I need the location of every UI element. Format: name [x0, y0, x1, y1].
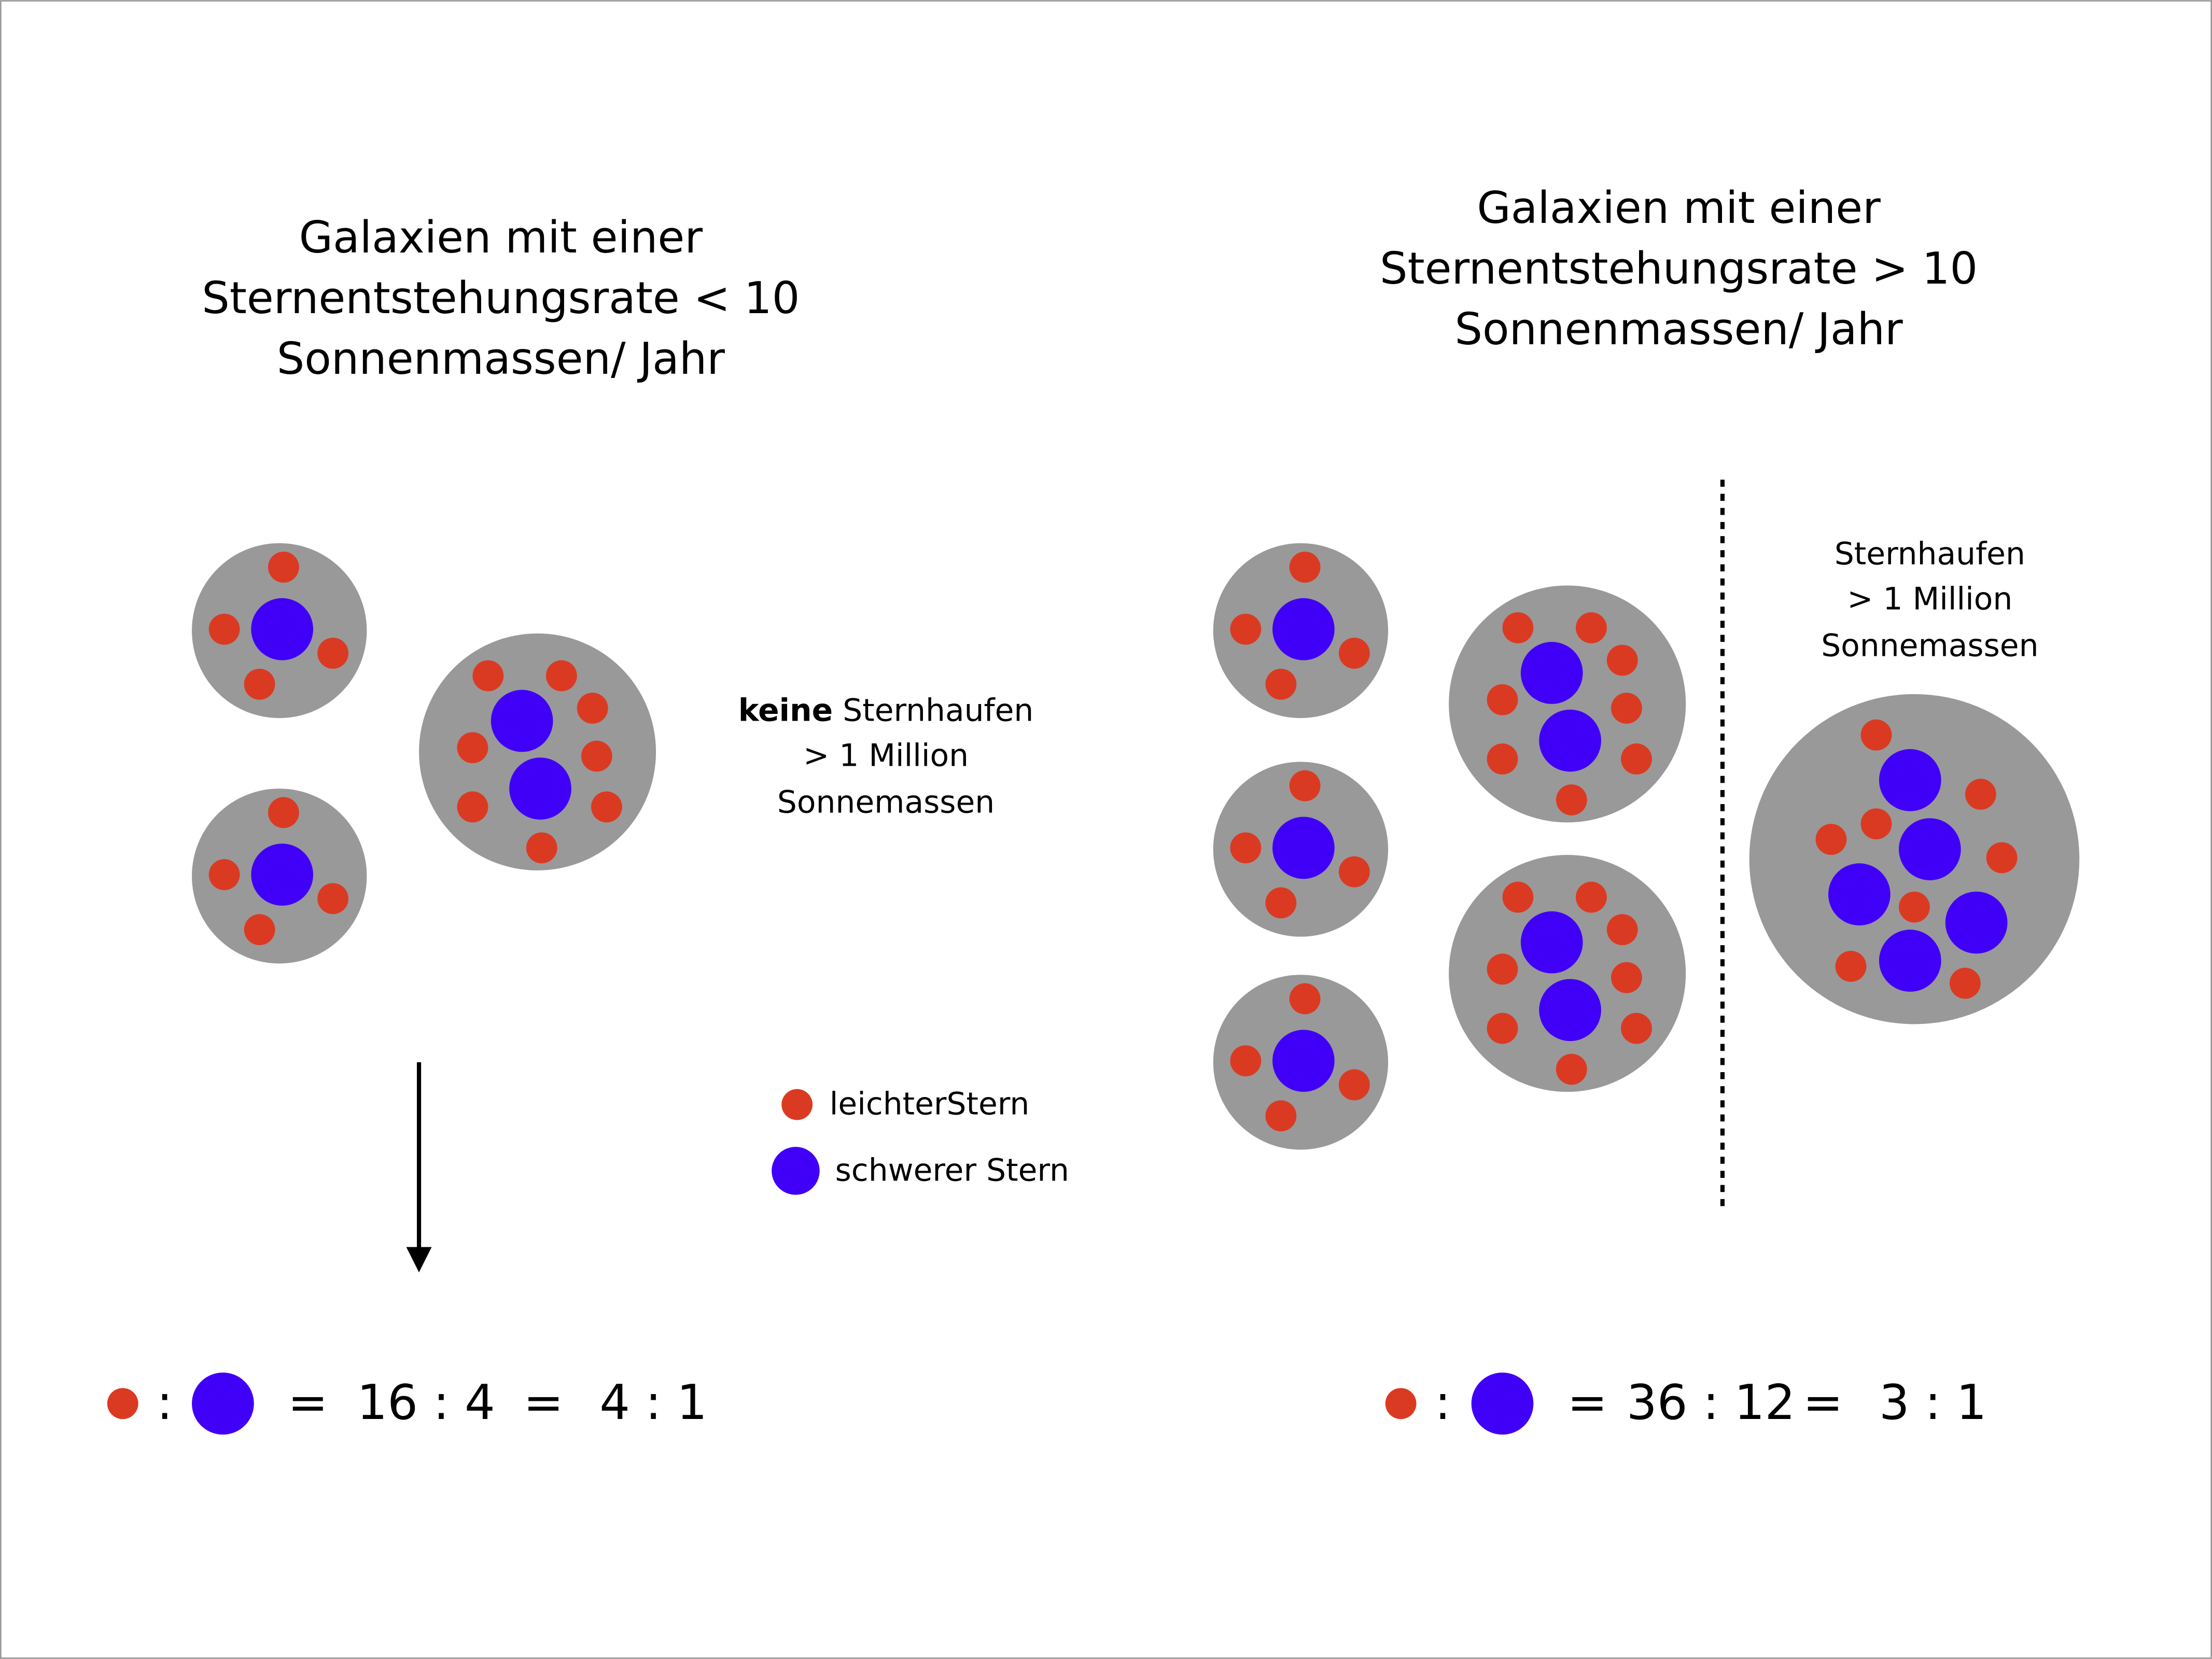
ratio-equals: =: [288, 1374, 328, 1430]
small-cluster: [192, 543, 367, 719]
left-title-line-3: Sonnenmassen/ Jahr: [277, 333, 725, 384]
left-note-line-2: > 1 Million: [803, 738, 969, 774]
legend-light-label: leichterStern: [830, 1086, 1030, 1122]
ratio-equals: =: [1803, 1374, 1843, 1430]
right-note-line-3: Sonnemassen: [1821, 627, 2038, 664]
medium-cluster: [419, 633, 656, 870]
legend-heavy-label: schwerer Stern: [835, 1152, 1069, 1188]
left-note-bold: keine: [738, 693, 833, 729]
small-cluster: [1213, 762, 1389, 937]
heavy-star-icon: [1471, 1372, 1534, 1435]
left-title-line-2: Sternentstehungsrate < 10: [202, 273, 800, 324]
left-title: Galaxien mit einer Sternentstehungsrate …: [202, 212, 800, 384]
left-note: keine Sternhaufen > 1 Million Sonnemasse…: [738, 693, 1034, 821]
right-ratio: : = 36 : 12 = 3 : 1: [1385, 1372, 1987, 1435]
right-note: Sternhaufen > 1 Million Sonnemassen: [1821, 536, 2038, 664]
light-star-legend-icon: [781, 1089, 813, 1120]
left-note-line-1: keine Sternhaufen: [738, 693, 1034, 729]
light-star-icon: [1385, 1388, 1417, 1419]
right-title: Galaxien mit einer Sternentstehungsrate …: [1380, 182, 1978, 355]
right-title-line-2: Sternentstehungsrate > 10: [1380, 243, 1978, 294]
small-cluster: [192, 789, 367, 964]
massive-cluster: [1749, 694, 2080, 1024]
ratio-colon: :: [157, 1374, 173, 1430]
right-title-line-3: Sonnenmassen/ Jahr: [1454, 304, 1903, 355]
small-cluster: [1213, 543, 1389, 719]
down-arrow-icon: [406, 1062, 432, 1273]
left-ratio: : = 16 : 4 = 4 : 1: [107, 1372, 707, 1435]
right-title-line-1: Galaxien mit einer: [1477, 182, 1881, 233]
ratio-counts: 36 : 12: [1627, 1374, 1795, 1430]
ratio-simplified: 4 : 1: [599, 1374, 707, 1430]
legend: leichterStern schwerer Stern: [772, 1086, 1069, 1195]
ratio-simplified: 3 : 1: [1879, 1374, 1987, 1430]
ratio-equals: =: [1567, 1374, 1608, 1430]
right-note-line-1: Sternhaufen: [1835, 536, 2025, 572]
left-title-line-1: Galaxien mit einer: [299, 212, 703, 263]
heavy-star-icon: [192, 1372, 254, 1435]
small-cluster: [1213, 975, 1389, 1150]
medium-cluster: [1449, 585, 1686, 823]
ratio-counts: 16 : 4: [357, 1374, 495, 1430]
left-note-line-3: Sonnemassen: [777, 784, 995, 820]
right-note-line-2: > 1 Million: [1847, 581, 2012, 617]
light-star-icon: [107, 1388, 138, 1419]
ratio-colon: :: [1435, 1374, 1451, 1430]
left-note-rest: Sternhaufen: [833, 693, 1033, 729]
medium-cluster: [1449, 854, 1686, 1092]
heavy-star-legend-icon: [772, 1147, 820, 1195]
ratio-equals: =: [523, 1374, 564, 1430]
